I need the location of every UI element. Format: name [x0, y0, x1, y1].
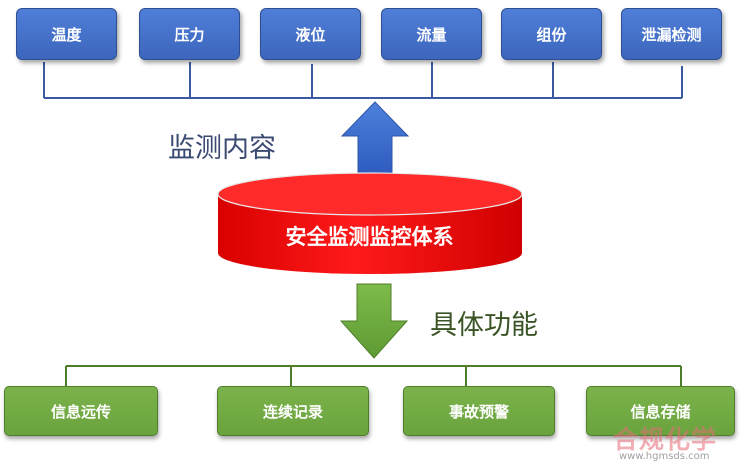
system-name: 安全监测监控体系: [285, 225, 454, 249]
function-remote-transmission: 信息远传: [4, 386, 158, 436]
watermark-brand: 合规化学: [613, 425, 718, 454]
monitor-temperature: 温度: [16, 8, 117, 60]
monitor-composition: 组份: [501, 8, 602, 60]
system-cylinder: [217, 172, 523, 274]
function-accident-warning: 事故预警: [403, 386, 555, 436]
up-arrow-icon: [340, 101, 410, 174]
monitor-leak-detection: 泄漏检测: [621, 8, 722, 60]
function-continuous-recording: 连续记录: [217, 386, 369, 436]
bottom-connector: [65, 365, 682, 386]
top-connector: [43, 62, 683, 99]
down-arrow-icon: [339, 283, 409, 359]
monitor-level: 液位: [260, 8, 361, 60]
monitor-pressure: 压力: [139, 8, 240, 60]
monitoring-caption: 监测内容: [168, 133, 276, 164]
watermark-url: www.hgmsds.com: [619, 451, 710, 462]
monitor-flow: 流量: [381, 8, 482, 60]
function-info-storage: 信息存储: [586, 386, 735, 436]
functions-caption: 具体功能: [430, 310, 538, 341]
